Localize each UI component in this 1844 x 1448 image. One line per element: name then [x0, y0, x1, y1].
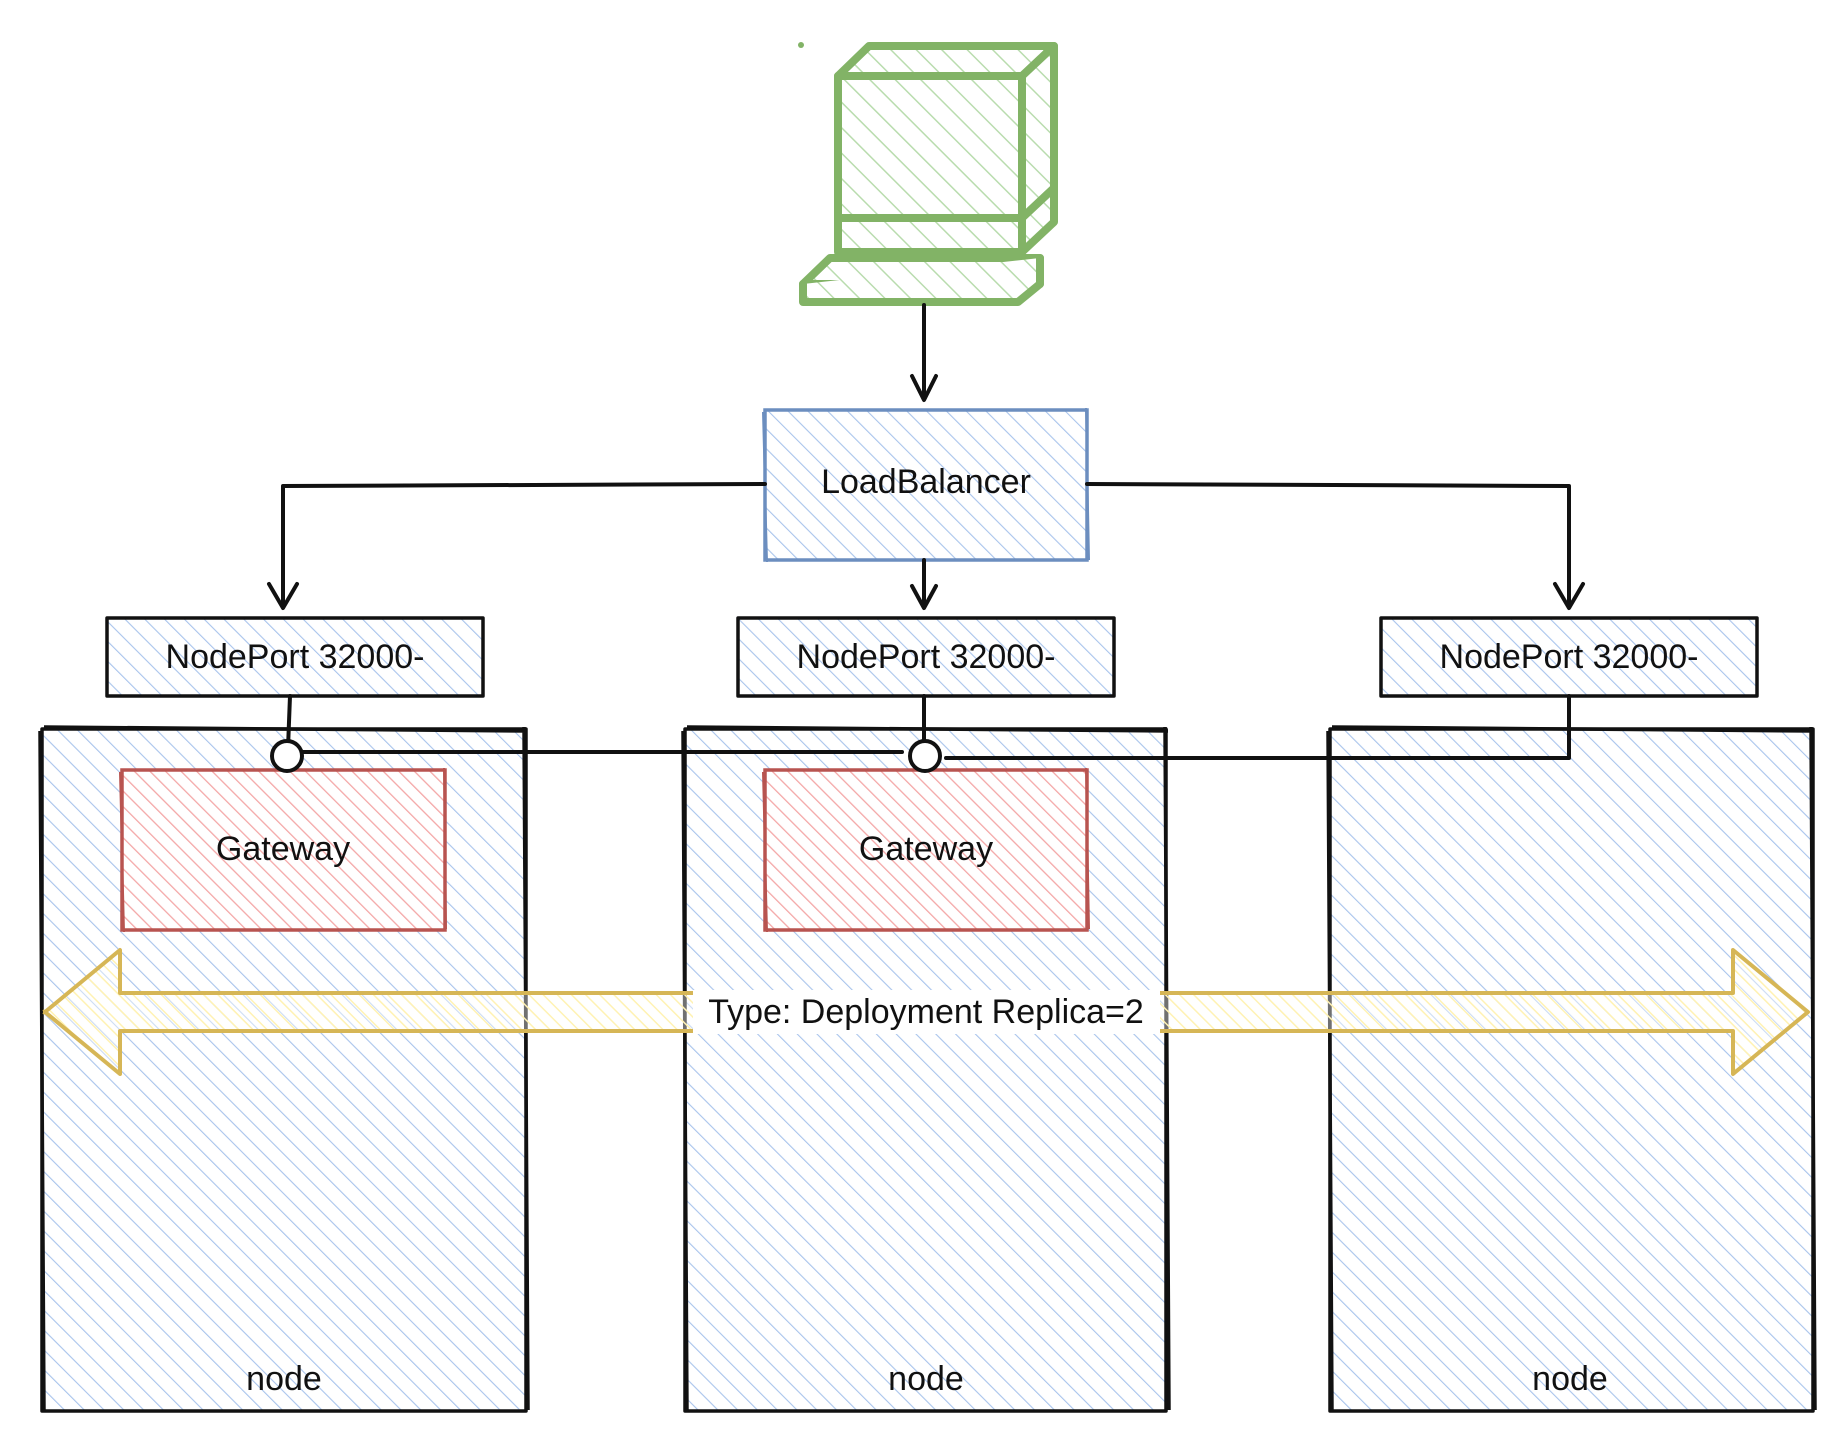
- gateway-1-endpoint: [270, 739, 304, 773]
- nodeport-box-2: NodePort 32000-: [736, 616, 1116, 698]
- deployment-label-background: [693, 990, 1160, 1034]
- gateway-box-1: Gateway: [119, 767, 447, 933]
- node-box-3: node: [1326, 725, 1817, 1413]
- gateway-label: Gateway: [216, 830, 350, 868]
- loadbalancer-box: LoadBalancer: [762, 407, 1090, 563]
- nodeport-label: NodePort 32000-: [166, 638, 425, 676]
- connector-loadbalancer-to-nodeport-1: [267, 482, 767, 610]
- node-label: node: [1532, 1360, 1608, 1398]
- connector-nodeports-to-gateways: [270, 694, 1571, 773]
- connector-loadbalancer-to-nodeport-2: [910, 558, 938, 610]
- nodeport-box-1: NodePort 32000-: [105, 616, 485, 698]
- node-label: node: [888, 1360, 964, 1398]
- connector-client-to-loadbalancer: [910, 303, 938, 402]
- loadbalancer-label: LoadBalancer: [821, 463, 1031, 501]
- gateway-label: Gateway: [859, 830, 993, 868]
- node-label: node: [246, 1360, 322, 1398]
- nodeport-label: NodePort 32000-: [1440, 638, 1699, 676]
- nodeport-label: NodePort 32000-: [797, 638, 1056, 676]
- gateway-box-2: Gateway: [762, 767, 1090, 933]
- nodeport-box-3: NodePort 32000-: [1379, 616, 1759, 698]
- deployment-double-arrow: Type: Deployment Replica=2: [42, 948, 1810, 1076]
- deployment-label: Type: Deployment Replica=2: [708, 993, 1144, 1031]
- gateway-2-endpoint: [908, 739, 942, 773]
- connector-loadbalancer-to-nodeport-3: [1085, 482, 1585, 610]
- computer-icon: [798, 42, 1058, 306]
